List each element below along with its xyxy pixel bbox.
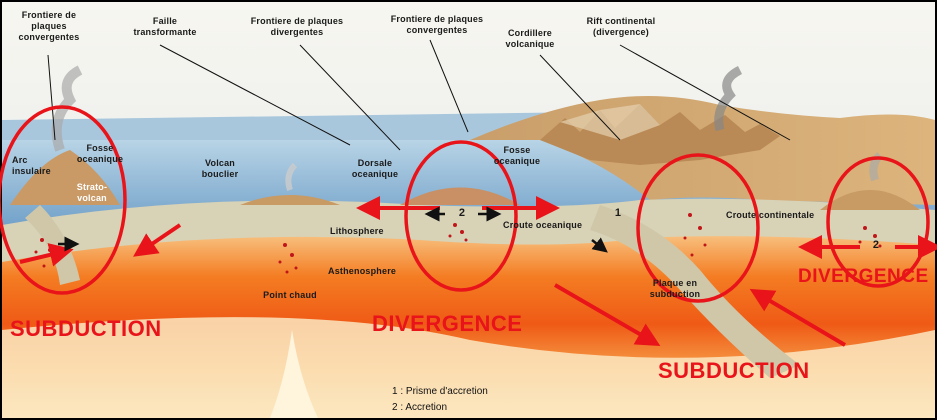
smoke-shield: [285, 162, 298, 191]
annotation-subduction-left: SUBDUCTION: [10, 316, 162, 341]
magma-hotspot: [278, 243, 298, 274]
smoke-left: [51, 65, 83, 152]
marker-2-mid: 2: [458, 207, 466, 219]
label-arc-insulaire: Arc insulaire: [12, 155, 51, 176]
leader-lines: [47, 39, 791, 151]
lithosphere-band: [2, 198, 935, 262]
label-volcan-bouclier: Volcan bouclier: [201, 158, 239, 179]
marker-1: 1: [614, 207, 622, 219]
lower-mantle: [2, 317, 935, 418]
mid-ocean-ridge: [400, 187, 520, 205]
smoke-cordillera: [714, 65, 743, 132]
circle-divergence-right: [826, 156, 930, 288]
annotation-divergence-right: DIVERGENCE: [798, 266, 929, 287]
label-dorsale-oceanique: Dorsale oceanique: [351, 158, 399, 179]
label-croute-oceanique: Croute oceanique: [503, 220, 583, 230]
label-frontiere-convergentes-mid: Frontiere de plaques convergentes: [390, 14, 484, 35]
circle-subduction-right: [636, 153, 760, 303]
magma-cordillera: [683, 213, 707, 257]
label-plaque-en-subduction: Plaque en subduction: [649, 278, 701, 299]
label-frontiere-divergentes: Frontiere de plaques divergentes: [250, 16, 344, 37]
circle-divergence-mid: [404, 140, 518, 292]
label-croute-continentale: Croute continentale: [726, 210, 815, 220]
legend-item-1: 1 : Prisme d'accretion: [392, 386, 488, 397]
subducting-slab: [590, 205, 800, 378]
annotation-divergence-mid: DIVERGENCE: [372, 311, 523, 336]
snow-caps: [560, 104, 660, 140]
distant-ocean: [2, 112, 600, 140]
shield-volcano: [240, 195, 340, 205]
mantle-plume: [270, 330, 318, 418]
island-arc: [10, 150, 120, 205]
label-rift-continental: Rift continental (divergence): [586, 16, 656, 37]
label-cordillere-volcanique: Cordillere volcanique: [505, 28, 555, 49]
rift-volcano: [820, 190, 920, 210]
label-frontiere-convergentes-left: Frontiere de plaques convergentes: [18, 10, 80, 42]
label-lithosphere: Lithosphere: [330, 226, 384, 236]
label-point-chaud: Point chaud: [263, 290, 317, 300]
label-fosse-oceanique-left: Fosse oceanique: [76, 143, 124, 164]
magma-ridge: [448, 223, 468, 242]
magma-rift: [858, 226, 882, 248]
label-asthenosphere: Asthenosphere: [328, 266, 397, 276]
label-strato-volcan: Strato- volcan: [76, 182, 108, 203]
annotation-subduction-right: SUBDUCTION: [658, 358, 810, 383]
black-arrows: [58, 206, 608, 253]
marker-2-right: 2: [872, 239, 880, 251]
annotation-circles: [0, 105, 930, 303]
label-faille-transformante: Faille transformante: [133, 16, 197, 37]
label-fosse-oceanique-right: Fosse oceanique: [493, 145, 541, 166]
circle-subduction-left: [0, 105, 127, 295]
legend-item-2: 2 : Accretion: [392, 402, 448, 413]
